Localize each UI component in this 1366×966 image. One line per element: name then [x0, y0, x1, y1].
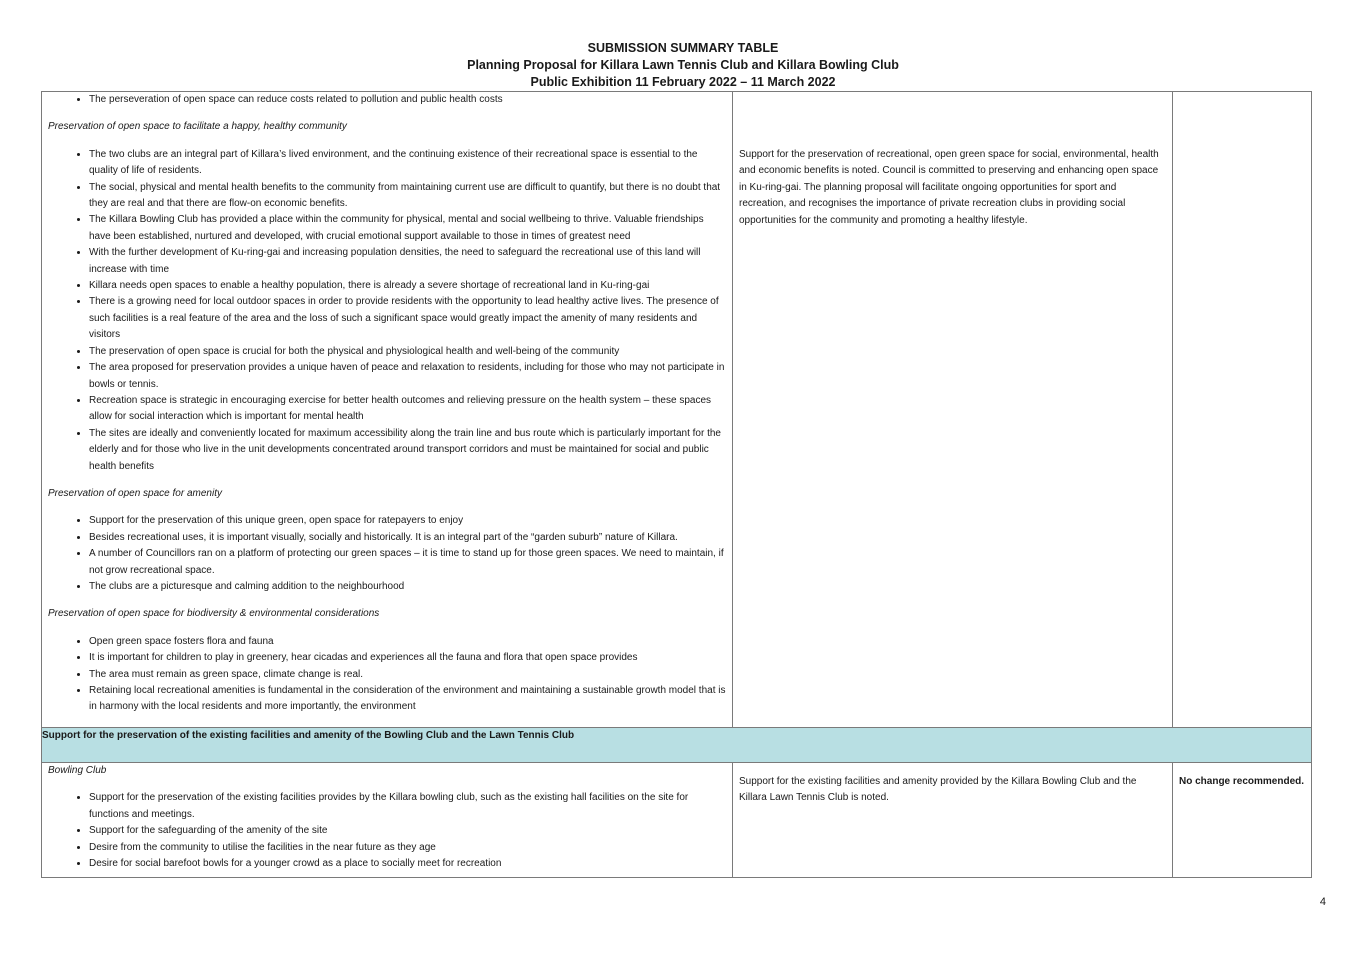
list-item: Support for the safeguarding of the amen…	[89, 823, 726, 839]
recommendation-cell	[1172, 91, 1312, 728]
list-item: The area must remain as green space, cli…	[89, 667, 726, 683]
bullet-list-health: The two clubs are an integral part of Ki…	[42, 147, 732, 475]
list-item: It is important for children to play in …	[89, 650, 726, 666]
list-item: Desire for social barefoot bowls for a y…	[89, 856, 726, 872]
bullet-list-amenity: Support for the preservation of this uni…	[42, 513, 732, 595]
list-item: Retaining local recreational amenities i…	[89, 683, 726, 716]
bullet-list-bowling: Support for the preservation of the exis…	[42, 790, 732, 872]
list-item: The area proposed for preservation provi…	[89, 360, 726, 393]
council-response: Support for the preservation of recreati…	[739, 149, 1159, 226]
header-subtitle: Planning Proposal for Killara Lawn Tenni…	[467, 58, 899, 72]
list-item: Recreation space is strategic in encoura…	[89, 393, 726, 426]
bullet-list-biodiversity: Open green space fosters flora and fauna…	[42, 634, 732, 716]
table-row-open-space: The perseveration of open space can redu…	[41, 91, 1312, 728]
section-header-row: Support for the preservation of the exis…	[41, 727, 1312, 763]
response-cell: Support for the existing facilities and …	[732, 762, 1173, 878]
header-title: SUBMISSION SUMMARY TABLE	[587, 41, 779, 55]
list-item: Support for the preservation of this uni…	[89, 513, 726, 529]
list-item: The two clubs are an integral part of Ki…	[89, 147, 726, 180]
list-item: Open green space fosters flora and fauna	[89, 634, 726, 650]
document-header: SUBMISSION SUMMARY TABLE Planning Propos…	[0, 40, 1366, 91]
list-item: Besides recreational uses, it is importa…	[89, 530, 726, 546]
header-exhibition-dates: Public Exhibition 11 February 2022 – 11 …	[530, 75, 836, 89]
list-item: The social, physical and mental health b…	[89, 180, 726, 213]
list-item: A number of Councillors ran on a platfor…	[89, 546, 726, 579]
list-item: Killara needs open spaces to enable a he…	[89, 278, 726, 294]
council-response: Support for the existing facilities and …	[739, 776, 1137, 804]
submission-cell: The perseveration of open space can redu…	[41, 91, 733, 728]
list-item: The clubs are a picturesque and calming …	[89, 579, 726, 595]
list-item: The preservation of open space is crucia…	[89, 344, 726, 360]
submission-cell: Bowling Club Support for the preservatio…	[41, 762, 733, 878]
list-item: Desire from the community to utilise the…	[89, 840, 726, 856]
subheading-health: Preservation of open space to facilitate…	[48, 121, 347, 133]
subheading-amenity: Preservation of open space for amenity	[48, 487, 222, 499]
subheading-bowling-club: Bowling Club	[48, 765, 107, 776]
page-number: 4	[1319, 896, 1326, 908]
subheading-biodiversity: Preservation of open space for biodivers…	[48, 608, 380, 620]
list-item: The perseveration of open space can redu…	[89, 92, 726, 108]
recommendation-cell: No change recommended.	[1172, 762, 1312, 878]
list-item: There is a growing need for local outdoo…	[89, 294, 726, 343]
table-row-bowling-club: Bowling Club Support for the preservatio…	[41, 762, 1312, 878]
list-item: With the further development of Ku-ring-…	[89, 245, 726, 278]
recommendation-text: No change recommended.	[1179, 776, 1305, 787]
bullet-list: The perseveration of open space can redu…	[42, 92, 732, 108]
submission-summary-table: The perseveration of open space can redu…	[41, 91, 1312, 878]
section-title: Support for the preservation of the exis…	[41, 727, 1312, 763]
list-item: Support for the preservation of the exis…	[89, 790, 726, 823]
list-item: The Killara Bowling Club has provided a …	[89, 212, 726, 245]
list-item: The sites are ideally and conveniently l…	[89, 426, 726, 475]
response-cell: Support for the preservation of recreati…	[732, 91, 1173, 728]
